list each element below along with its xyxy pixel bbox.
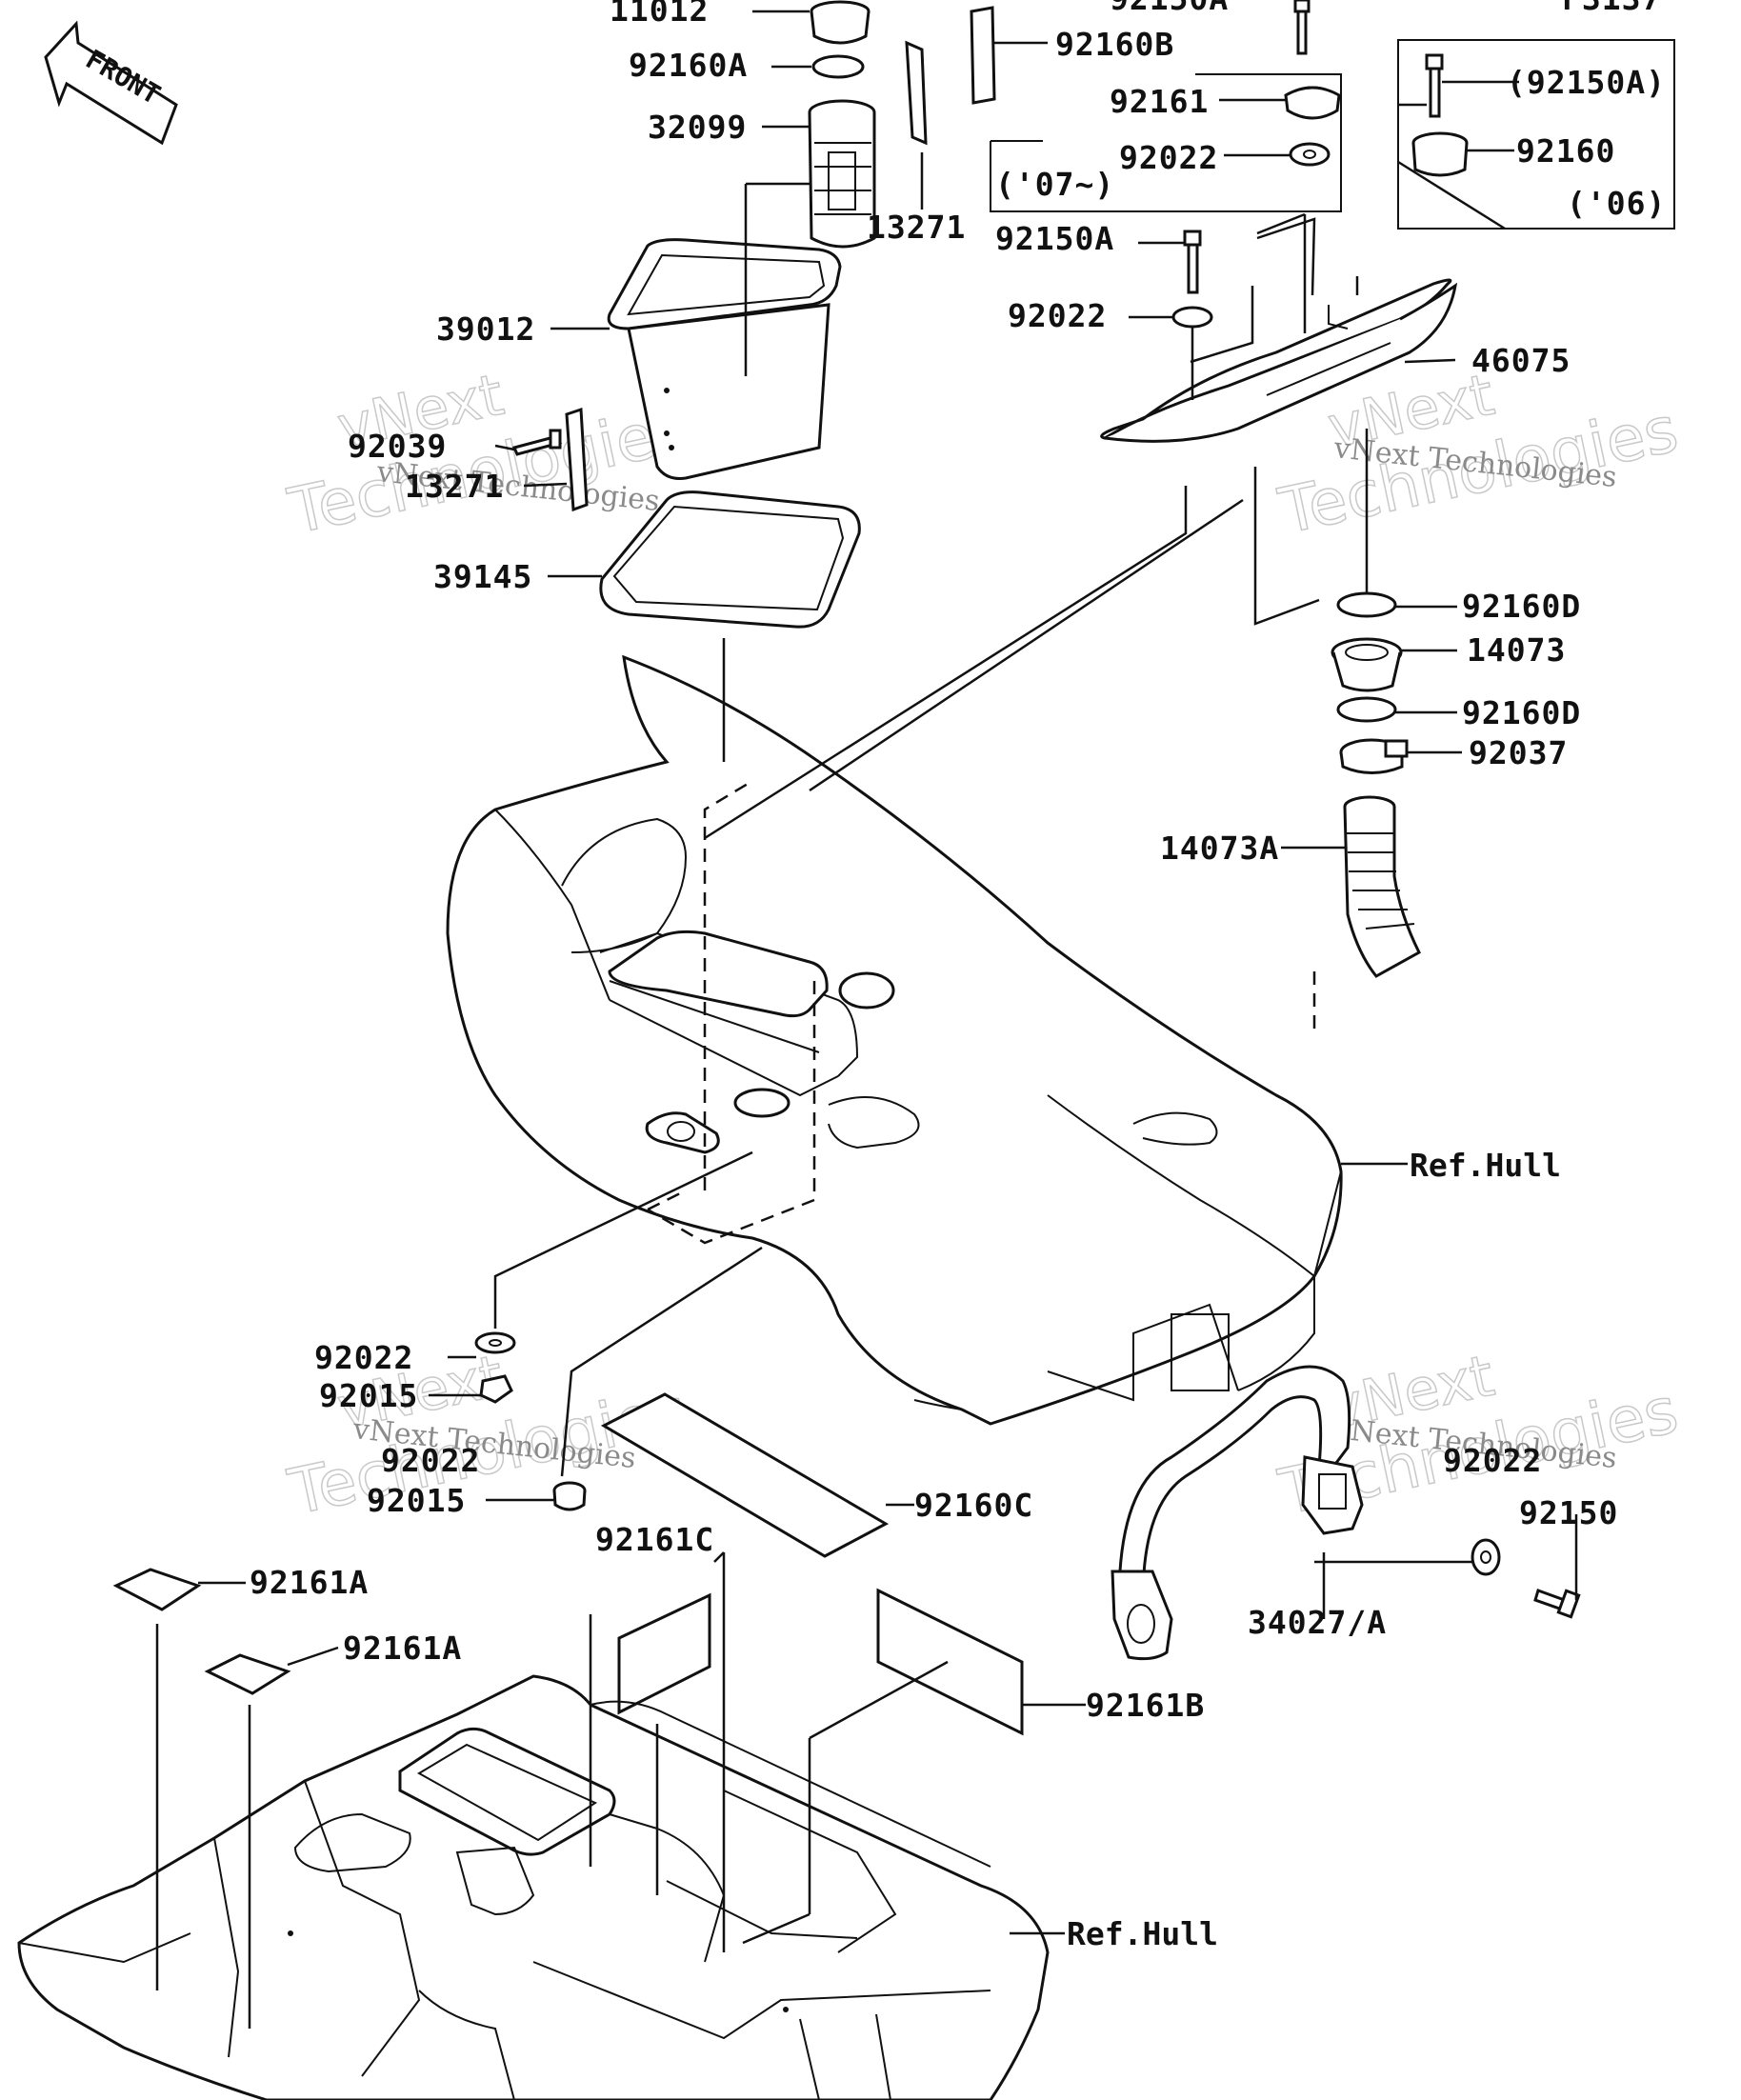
part-labels: 11012 92150A 92160B 92160A 32099 13271 9…	[250, 0, 1666, 1952]
label-92022-d: 92022	[381, 1442, 480, 1479]
label-92160d-a: 92160D	[1462, 588, 1581, 625]
label-92161: 92161	[1110, 83, 1209, 120]
label-92160a: 92160A	[629, 47, 748, 84]
label-92150a-mid: 92150A	[995, 220, 1114, 257]
part-39012-storage-box-icon	[607, 238, 842, 480]
label-34027: 34027/A	[1248, 1604, 1387, 1641]
part-14073-fitting-icon	[1331, 637, 1403, 692]
label-92150a-top: 92150A	[1110, 0, 1229, 17]
inset-label-year: ('06)	[1567, 185, 1666, 222]
part-92037-clamp-icon	[1339, 738, 1409, 774]
label-92161c: 92161C	[595, 1521, 714, 1558]
label-92160d-b: 92160D	[1462, 694, 1581, 731]
part-92161b-pad-icon	[876, 1588, 1024, 1736]
label-39012: 39012	[436, 310, 535, 348]
part-92161a-pad-b-icon	[204, 1653, 291, 1695]
front-arrow-icon: FRONT	[44, 20, 178, 146]
label-92022-e: 92022	[1443, 1442, 1542, 1479]
part-92022-washer-a-icon	[1289, 142, 1331, 167]
label-13271-a: 13271	[867, 209, 966, 246]
leader-lines	[155, 10, 1578, 2029]
part-92022-washer-e-icon	[1471, 1538, 1501, 1576]
part-92150a-bolt-mid-icon	[1183, 230, 1202, 294]
label-ref-hull-2: Ref.Hull	[1067, 1915, 1218, 1952]
inset-label-bolt: (92150A)	[1507, 64, 1666, 101]
label-92022-a: 92022	[1119, 139, 1218, 176]
label-92022-c: 92022	[314, 1339, 413, 1376]
upper-hull-outline	[446, 654, 1343, 1426]
inset-spacer-icon	[1411, 131, 1469, 177]
watermark: vNext Technologies vNext Technologies vN…	[282, 361, 1685, 1530]
label-14073: 14073	[1467, 631, 1566, 669]
part-92160a-oring-icon	[811, 54, 865, 79]
label-92015-a: 92015	[319, 1377, 418, 1414]
part-92022-washer-b-icon	[1171, 306, 1213, 329]
label-92161b: 92161B	[1086, 1687, 1205, 1724]
label-11012: 11012	[610, 0, 709, 29]
label-92015-b: 92015	[367, 1482, 466, 1519]
part-39145-gasket-icon	[599, 490, 861, 629]
part-32099-tube-icon	[808, 99, 876, 249]
label-92160c: 92160C	[914, 1487, 1033, 1524]
inset-06-frame	[1397, 39, 1675, 230]
lower-hull-outline	[17, 1674, 1050, 2100]
label-92161a-a: 92161A	[250, 1564, 369, 1601]
label-92150: 92150	[1519, 1494, 1618, 1531]
figure-code: F3137	[1562, 0, 1661, 17]
label-92161a-b: 92161A	[343, 1630, 462, 1667]
label-92037: 92037	[1469, 734, 1568, 771]
part-11012-cap-icon	[810, 0, 870, 45]
part-92015-nut-a-icon	[479, 1374, 513, 1404]
label-14073a: 14073A	[1160, 830, 1279, 867]
part-92039-bolt-icon	[511, 429, 563, 456]
part-92160d-oring-a-icon	[1336, 591, 1397, 618]
part-46075-grab-handle-icon	[1100, 278, 1458, 443]
part-13271-bracket-a-icon	[905, 40, 928, 146]
label-92039: 92039	[348, 428, 447, 465]
part-92161c-pad-icon	[617, 1592, 711, 1715]
part-92150a-bolt-top-icon	[1293, 0, 1311, 55]
part-34027-handle-icon	[1111, 1365, 1364, 1661]
inset-07-frame	[990, 73, 1342, 212]
label-13271-b: 13271	[405, 468, 504, 505]
label-07: ('07~)	[995, 166, 1114, 203]
label-92160b: 92160B	[1055, 26, 1174, 63]
part-92015-nut-b-icon	[552, 1481, 587, 1511]
part-92160b-pad-icon	[970, 6, 996, 105]
part-92161-rubber-icon	[1284, 86, 1341, 120]
label-39145: 39145	[433, 558, 532, 595]
part-92150-bolt-icon	[1533, 1589, 1581, 1619]
label-32099: 32099	[648, 109, 747, 146]
part-92022-washer-c-icon	[474, 1331, 516, 1354]
part-92160c-pad-icon	[600, 1392, 890, 1558]
part-13271-bracket-b-icon	[565, 407, 589, 512]
label-46075: 46075	[1471, 342, 1571, 379]
part-92160d-oring-b-icon	[1336, 696, 1397, 723]
label-92022-b: 92022	[1008, 297, 1107, 334]
inset-label-spacer: 92160	[1516, 132, 1615, 170]
part-92161a-pad-a-icon	[112, 1568, 202, 1611]
assembly-dashed-lines	[647, 779, 1316, 1245]
label-ref-hull-1: Ref.Hull	[1410, 1147, 1561, 1184]
part-14073a-hose-icon	[1343, 795, 1421, 978]
inset-bolt-icon	[1425, 53, 1444, 118]
